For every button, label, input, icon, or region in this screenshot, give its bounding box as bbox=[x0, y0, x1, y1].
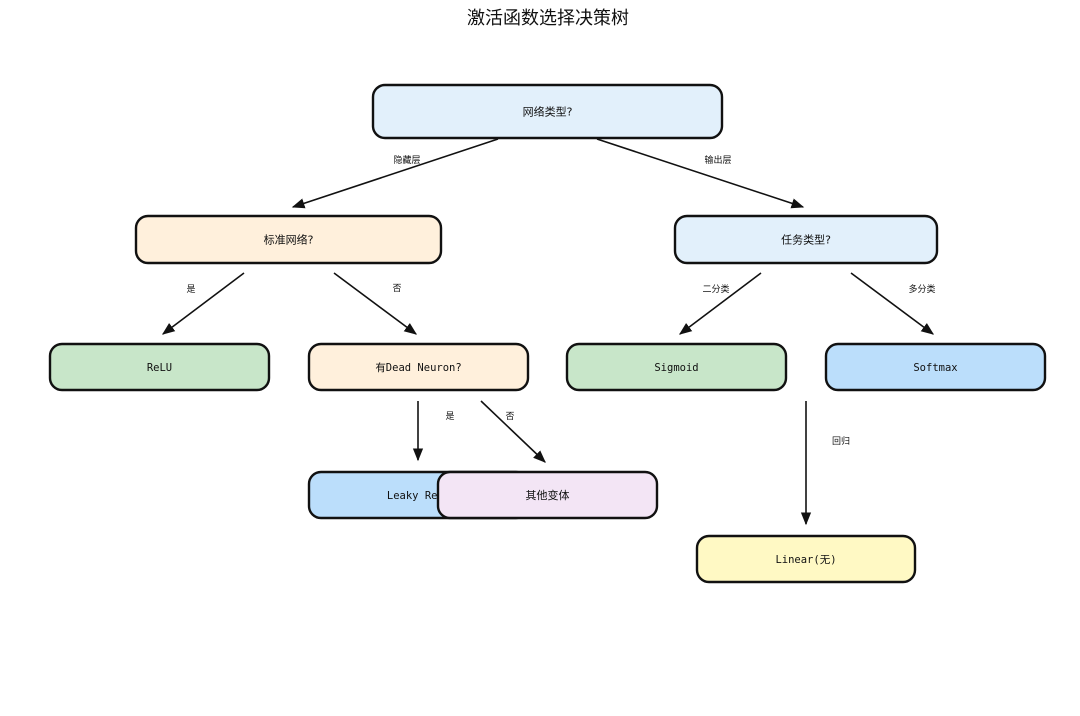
node-sigmoid-box bbox=[565, 342, 788, 392]
node-softmax-box bbox=[824, 342, 1047, 392]
node-relu: ReLU bbox=[48, 342, 271, 392]
edge-dead-other bbox=[480, 400, 546, 463]
edge-root-task bbox=[596, 138, 805, 209]
node-other-variants: 其他变体 bbox=[436, 470, 659, 520]
edge-standard-relu bbox=[161, 272, 245, 335]
node-standard: 标准网络? bbox=[134, 214, 443, 265]
node-other-variants-label: 其他变体 bbox=[526, 488, 570, 502]
edge-label-no-dead: 否 bbox=[392, 283, 401, 294]
edge-label-yes-leaky: 是 bbox=[445, 411, 454, 422]
node-root-box bbox=[371, 83, 724, 140]
edge-standard-dead bbox=[333, 272, 418, 335]
edge-root-standard bbox=[291, 138, 499, 209]
node-dead-neuron: 有Dead Neuron? bbox=[307, 342, 530, 392]
edge-label-output-layer: 输出层 bbox=[704, 154, 731, 166]
node-leaky-relu-label: Leaky ReLU bbox=[387, 490, 450, 502]
node-linear-box bbox=[695, 534, 917, 584]
node-task-label: 任务类型? bbox=[781, 233, 831, 247]
node-dead-neuron-box bbox=[307, 342, 530, 392]
node-relu-label: ReLU bbox=[147, 362, 172, 374]
edge-task-softmax bbox=[850, 272, 935, 335]
edge-label-multiclass: 多分类 bbox=[908, 283, 935, 295]
node-task: 任务类型? bbox=[673, 214, 939, 265]
edge-label-yes-relu: 是 bbox=[186, 284, 195, 295]
node-standard-label: 标准网络? bbox=[264, 233, 314, 247]
node-dead-neuron-label: 有Dead Neuron? bbox=[375, 361, 461, 374]
edge-label-no-other: 否 bbox=[505, 411, 514, 422]
node-task-box bbox=[673, 214, 939, 265]
node-other-variants-box bbox=[436, 470, 659, 520]
node-root: 网络类型? bbox=[371, 83, 724, 140]
node-softmax: Softmax bbox=[824, 342, 1047, 392]
diagram-title: 激活函数选择决策树 bbox=[467, 8, 629, 29]
node-softmax-label: Softmax bbox=[913, 362, 957, 374]
node-linear: Linear(无) bbox=[695, 534, 917, 584]
node-sigmoid: Sigmoid bbox=[565, 342, 788, 392]
node-linear-label: Linear(无) bbox=[775, 554, 836, 566]
node-sigmoid-label: Sigmoid bbox=[654, 362, 698, 374]
edge-label-binary: 二分类 bbox=[702, 283, 729, 295]
node-standard-box bbox=[134, 214, 443, 265]
edge-task-sigmoid bbox=[678, 272, 762, 335]
edge-label-regression: 回归 bbox=[832, 435, 850, 447]
node-root-label: 网络类型? bbox=[523, 105, 573, 119]
node-relu-box bbox=[48, 342, 271, 392]
edge-label-hidden-layer: 隐藏层 bbox=[393, 154, 420, 166]
